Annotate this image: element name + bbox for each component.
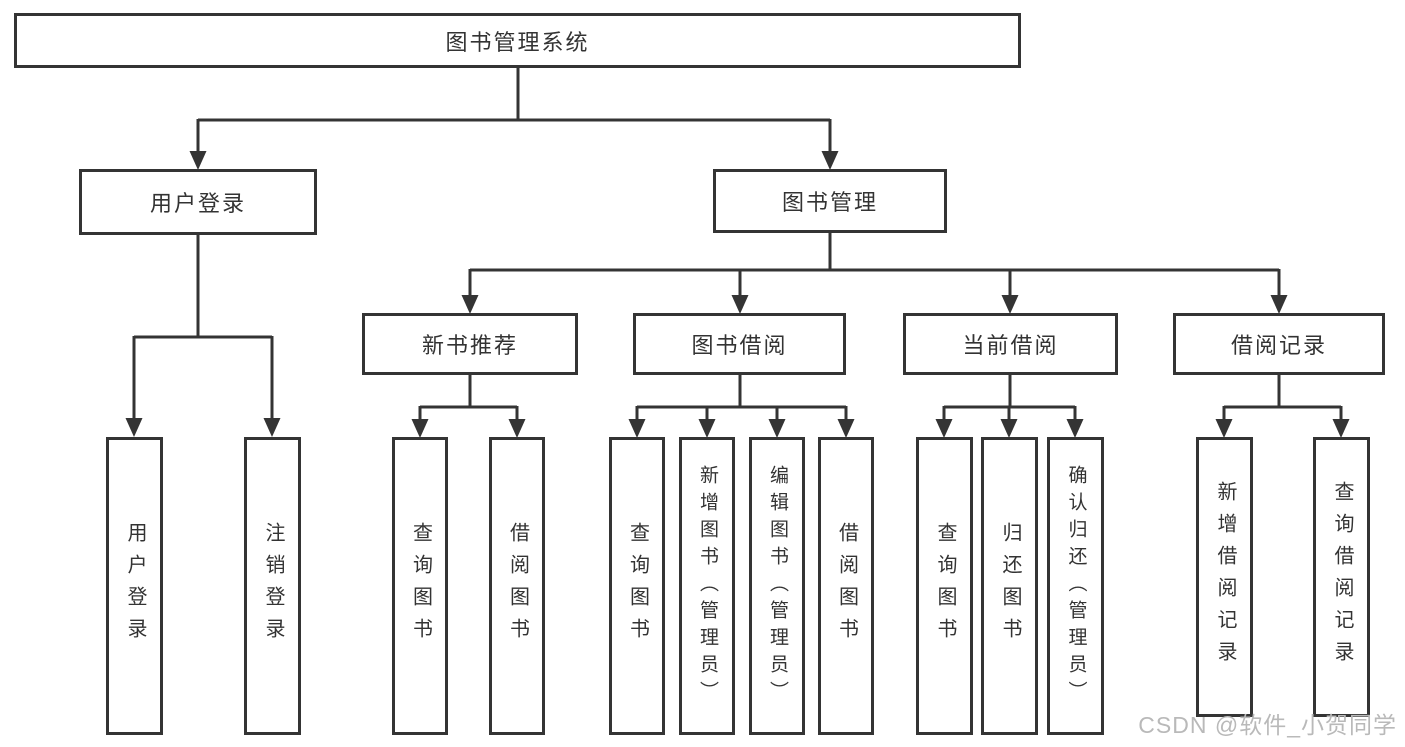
node-user-login-label: 用户登录 — [149, 191, 246, 216]
leaf-edit-book-admin: 编辑图书（管理员） — [749, 437, 805, 735]
node-book-management: 图书管理 — [713, 169, 947, 233]
node-current-borrowing: 当前借阅 — [903, 313, 1118, 375]
node-book-borrowing: 图书借阅 — [633, 313, 846, 375]
node-user-login: 用户登录 — [79, 169, 317, 235]
node-current-borrowing-label: 当前借阅 — [962, 333, 1059, 358]
leaf-return-book: 归还图书 — [981, 437, 1038, 735]
leaf-confirm-return-admin: 确认归还（管理员） — [1047, 437, 1104, 735]
leaf-user-login: 用户登录 — [106, 437, 163, 735]
leaf-query-books-borrowing: 查询图书 — [609, 437, 665, 735]
leaf-user-login-label: 用户登录 — [124, 522, 146, 650]
leaf-query-borrow-record-label: 查询借阅记录 — [1331, 481, 1353, 673]
leaf-add-borrow-record: 新增借阅记录 — [1196, 437, 1253, 717]
leaf-query-books-recommend: 查询图书 — [392, 437, 448, 735]
leaf-query-books-current-label: 查询图书 — [934, 522, 956, 650]
node-new-book-recommendation-label: 新书推荐 — [421, 333, 518, 358]
leaf-borrow-books-borrowing: 借阅图书 — [818, 437, 874, 735]
arrowheads — [125, 151, 1350, 438]
node-book-management-label: 图书管理 — [781, 190, 878, 215]
leaf-query-books-current: 查询图书 — [916, 437, 973, 735]
node-borrowing-records-label: 借阅记录 — [1230, 333, 1327, 358]
leaf-edit-book-admin-label: 编辑图书（管理员） — [766, 464, 788, 708]
leaf-borrow-books-recommend: 借阅图书 — [489, 437, 545, 735]
leaf-confirm-return-admin-label: 确认归还（管理员） — [1065, 464, 1087, 708]
node-root-label: 图书管理系统 — [445, 29, 590, 55]
node-new-book-recommendation: 新书推荐 — [362, 313, 578, 375]
leaf-query-books-borrowing-label: 查询图书 — [626, 522, 649, 650]
leaf-add-book-admin: 新增图书（管理员） — [679, 437, 735, 735]
leaf-add-book-admin-label: 新增图书（管理员） — [696, 464, 718, 708]
leaf-return-book-label: 归还图书 — [999, 522, 1021, 650]
node-book-borrowing-label: 图书借阅 — [691, 333, 788, 358]
csdn-watermark: CSDN @软件_小贺同学 — [1138, 712, 1397, 738]
leaf-query-books-recommend-label: 查询图书 — [409, 522, 432, 650]
leaf-logout: 注销登录 — [244, 437, 301, 735]
node-root: 图书管理系统 — [14, 13, 1021, 68]
node-borrowing-records: 借阅记录 — [1173, 313, 1385, 375]
leaf-query-borrow-record: 查询借阅记录 — [1313, 437, 1370, 717]
leaf-add-borrow-record-label: 新增借阅记录 — [1214, 481, 1236, 673]
leaf-borrow-books-recommend-label: 借阅图书 — [506, 522, 529, 650]
leaf-logout-label: 注销登录 — [262, 522, 284, 650]
leaf-borrow-books-borrowing-label: 借阅图书 — [835, 522, 858, 650]
